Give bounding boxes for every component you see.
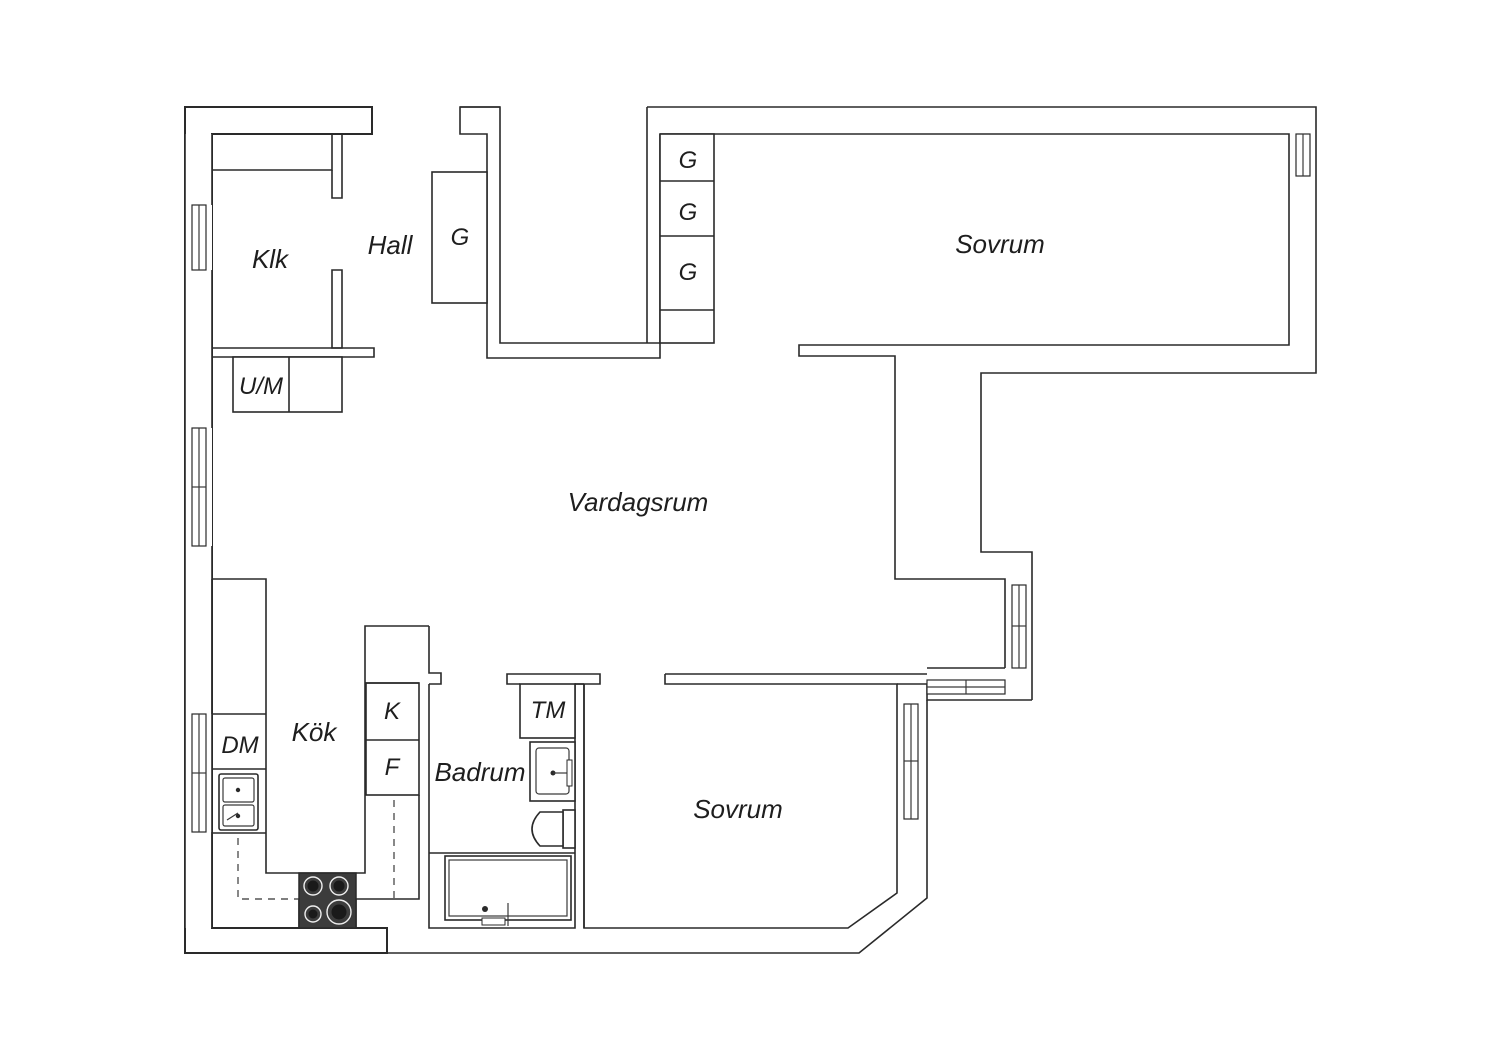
stove-icon: [298, 872, 357, 929]
window-sovrum-top: [1295, 133, 1311, 177]
window-sovrum-bottom: [903, 703, 919, 820]
bathtub-icon: [444, 855, 572, 926]
room-label-kok: Kök: [292, 717, 339, 747]
room-label-badrum: Badrum: [434, 757, 525, 787]
wash-basin-icon: [529, 741, 576, 802]
closet-label-1: G: [679, 147, 698, 174]
window-kok: [191, 713, 207, 833]
closet-label-hall: G: [451, 224, 470, 251]
kitchen-sink-icon: [218, 773, 259, 831]
room-label-vardagsrum: Vardagsrum: [568, 487, 709, 517]
window-vardagsrum-east: [1011, 584, 1027, 669]
outer-walls: [184, 106, 1317, 954]
room-labels: Klk Hall G G G G Sovrum U/M Vardagsrum K…: [221, 147, 1044, 824]
appliance-label-dm: DM: [221, 732, 258, 759]
window-vardagsrum-west: [191, 427, 207, 547]
room-label-klk: Klk: [252, 244, 290, 274]
room-label-sovrum-bottom: Sovrum: [693, 794, 783, 824]
appliance-label-tm: TM: [531, 697, 566, 724]
closet-label-3: G: [679, 259, 698, 286]
interior-walls: [211, 133, 715, 929]
window-balcony: [926, 679, 1006, 695]
room-label-hall: Hall: [368, 230, 414, 260]
cabinet-label-um: U/M: [239, 373, 283, 400]
fixtures: [218, 741, 576, 929]
closet-label-2: G: [679, 199, 698, 226]
room-label-sovrum-top: Sovrum: [955, 229, 1045, 259]
appliance-label-k: K: [384, 698, 401, 725]
windows: [191, 133, 1311, 833]
toilet-icon: [531, 809, 576, 849]
appliance-label-f: F: [385, 754, 401, 781]
window-klk: [191, 204, 207, 271]
